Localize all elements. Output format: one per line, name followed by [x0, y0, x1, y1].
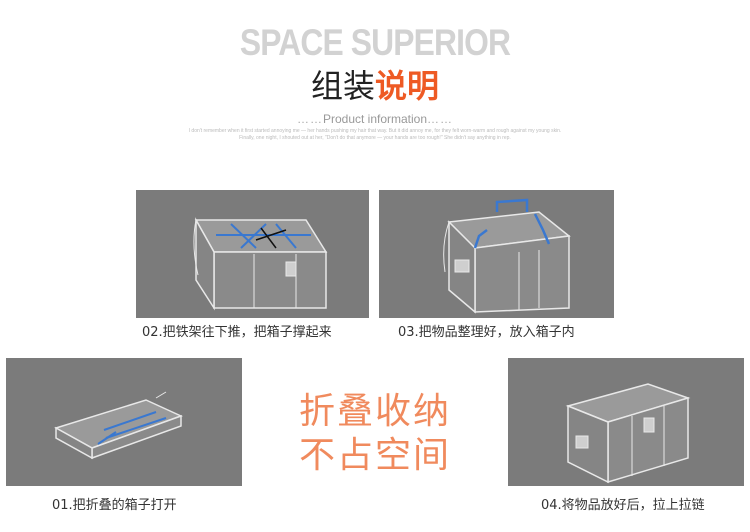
step-03-caption: 03.把物品整理好，放入箱子内	[398, 325, 575, 340]
heading-accent: 说明	[375, 67, 440, 105]
box-push-frame-down-icon	[193, 217, 328, 311]
slogan-line-1: 折叠收纳	[298, 391, 451, 432]
heading-plain: 组装	[310, 67, 375, 105]
box-folded-flat-icon	[54, 391, 183, 460]
subtitle-dots-left: ……	[296, 112, 323, 126]
step-01-illustration	[6, 358, 242, 486]
step-02-illustration	[136, 190, 369, 318]
step-02-caption: 02.把铁架往下推，把箱子撑起来	[142, 325, 332, 340]
subtitle-text: Product information	[322, 112, 428, 126]
step-04-caption: 04.将物品放好后，拉上拉链	[541, 498, 705, 513]
box-closed-zipped-icon	[565, 383, 691, 484]
box-open-frame-up-icon	[443, 198, 571, 314]
step-04-illustration	[508, 358, 744, 486]
intro-blurb: I don't remember when it first started a…	[135, 128, 615, 142]
brand-title: SPACE SUPERIOR	[239, 22, 511, 63]
step-03-illustration	[379, 190, 614, 318]
step-01-caption: 01.把折叠的箱子打开	[52, 498, 177, 513]
subtitle-dots-right: ……	[427, 112, 454, 126]
product-info-subtitle: ……Product information……	[0, 112, 750, 126]
slogan-line-2: 不占空间	[298, 435, 451, 476]
page-heading: 组装说明	[0, 61, 750, 107]
blurb-line-2: Finally, one night, I shouted out at her…	[239, 135, 511, 141]
blurb-line-1: I don't remember when it first started a…	[188, 128, 562, 134]
